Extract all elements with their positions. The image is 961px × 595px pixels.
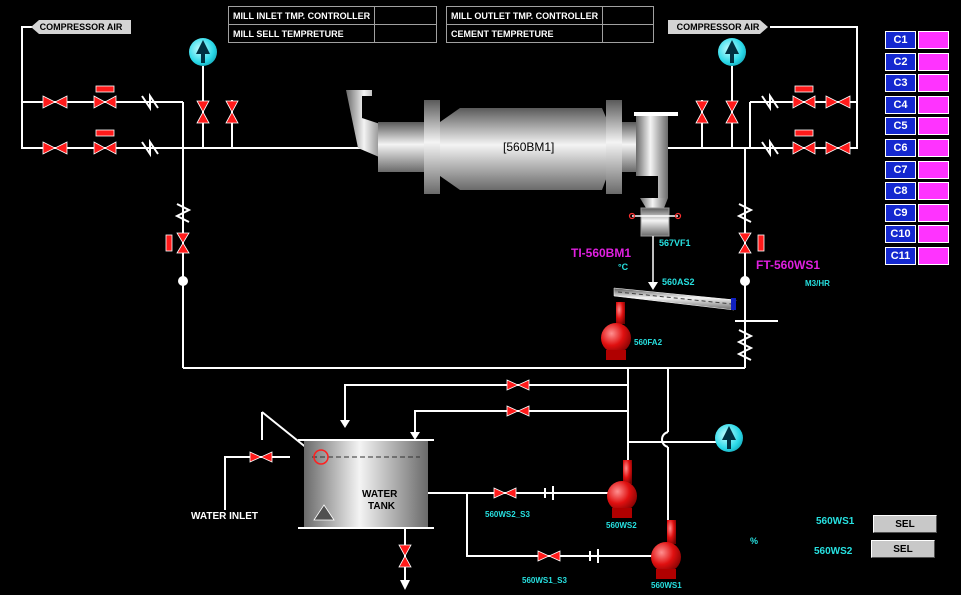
percent-unit-label: % — [750, 536, 759, 546]
c-indicator-9 — [918, 203, 949, 222]
pump-ws1-label: 560WS1 — [651, 581, 682, 590]
pump-icon[interactable] — [651, 520, 681, 579]
c-button-9[interactable]: C9 — [885, 203, 916, 222]
valve-icon[interactable] — [792, 95, 816, 109]
mill-inlet-controller-label[interactable]: MILL INLET TMP. CONTROLLER — [227, 6, 376, 25]
valve-icon[interactable] — [506, 405, 530, 417]
c-button-7[interactable]: C7 — [885, 160, 916, 179]
red-valves — [42, 85, 851, 568]
c-button-5[interactable]: C5 — [885, 117, 916, 136]
flow-arrows — [340, 420, 420, 590]
valve-icon[interactable] — [398, 544, 412, 568]
water-tank-label-line1: WATER — [362, 489, 398, 500]
c-button-11[interactable]: C11 — [885, 247, 916, 265]
check-valves — [141, 92, 779, 563]
feeder-label: 567VF1 — [659, 238, 691, 248]
valve-icon[interactable] — [196, 100, 210, 124]
blower-icon[interactable] — [715, 424, 743, 452]
flow-transmitter-tag[interactable]: FT-560WS1 — [756, 258, 821, 272]
c-indicator-11 — [918, 247, 949, 265]
valve-icon[interactable] — [506, 379, 530, 391]
selector-ws2-button[interactable]: SEL — [871, 540, 935, 558]
c-indicator-5 — [918, 117, 949, 136]
controller-table-left: MILL INLET TMP. CONTROLLER MILL SELL TEM… — [227, 6, 437, 43]
valve-icon[interactable] — [493, 487, 517, 499]
mill-inlet-controller-value — [374, 6, 437, 25]
pipe-crossover — [661, 431, 669, 448]
rotary-feeder[interactable] — [628, 207, 682, 290]
c-button-6[interactable]: C6 — [885, 139, 916, 157]
valve-icon[interactable] — [738, 232, 752, 254]
compressor-air-tag-left: COMPRESSOR AIR — [31, 20, 131, 34]
ball-mill[interactable] — [346, 90, 678, 208]
compressor-air-tag-right: COMPRESSOR AIR — [668, 20, 768, 34]
pump-ws2-label: 560WS2 — [606, 521, 637, 530]
valve-icon[interactable] — [825, 141, 851, 155]
flow-transmitter-unit: M3/HR — [805, 279, 830, 288]
valve-icon[interactable] — [42, 95, 68, 109]
valve-icon[interactable] — [42, 141, 68, 155]
water-tank[interactable] — [298, 439, 434, 529]
selector-ws2-label: 560WS2 — [814, 546, 853, 557]
fan-icon[interactable] — [601, 302, 631, 360]
c-indicator-4 — [918, 95, 949, 114]
valve-icon[interactable] — [825, 95, 851, 109]
c-indicator-6 — [918, 139, 949, 157]
valve-icon[interactable] — [537, 550, 561, 562]
water-tank-label-line2: TANK — [368, 501, 396, 512]
valve-icon[interactable] — [249, 451, 273, 463]
c-button-8[interactable]: C8 — [885, 182, 916, 201]
selector-ws1-label: 560WS1 — [816, 516, 855, 527]
valve-icon[interactable] — [93, 95, 117, 109]
cement-temperature-value — [602, 24, 654, 43]
blower-icon[interactable] — [718, 38, 746, 66]
valve-icon[interactable] — [725, 100, 739, 124]
valve-icon[interactable] — [225, 100, 239, 124]
controller-table-right: MILL OUTLET TMP. CONTROLLER CEMENT TEMPR… — [445, 6, 654, 43]
air-slide-label: 560AS2 — [662, 277, 695, 287]
mill-sell-temperature-value — [374, 24, 437, 43]
valve-icon[interactable] — [93, 141, 117, 155]
c-button-3[interactable]: C3 — [885, 74, 916, 93]
mill-outlet-controller-label[interactable]: MILL OUTLET TMP. CONTROLLER — [445, 6, 604, 25]
valve-icon[interactable] — [792, 141, 816, 155]
valve-ws2-s3-label: 560WS2_S3 — [485, 510, 530, 519]
cement-temperature-label: CEMENT TEMPRETURE — [445, 24, 604, 43]
temp-indicator-unit: °C — [618, 262, 629, 272]
c-button-2[interactable]: C2 — [885, 52, 916, 71]
c-indicator-8 — [918, 182, 949, 201]
c-indicator-2 — [918, 52, 949, 71]
c-indicator-3 — [918, 74, 949, 93]
mill-outlet-controller-value — [602, 6, 654, 25]
flow-elements — [178, 276, 750, 286]
air-slide[interactable] — [613, 287, 737, 311]
valve-ws1-s3-label: 560WS1_S3 — [522, 576, 567, 585]
water-inlet-label: WATER INLET — [191, 511, 259, 522]
mill-label: [560BM1] — [503, 140, 555, 154]
selector-ws1-button[interactable]: SEL — [873, 515, 937, 533]
valve-icon[interactable] — [176, 232, 190, 254]
c-button-1[interactable]: C1 — [885, 31, 916, 49]
mill-sell-temperature-label: MILL SELL TEMPRETURE — [227, 24, 376, 43]
pump-icon[interactable] — [607, 460, 637, 518]
fan-label: 560FA2 — [634, 338, 663, 347]
c-button-4[interactable]: C4 — [885, 95, 916, 114]
valve-icon[interactable] — [695, 100, 709, 124]
c-indicator-7 — [918, 160, 949, 179]
c-indicator-10 — [918, 225, 949, 244]
blower-icon[interactable] — [189, 38, 217, 66]
c-button-10[interactable]: C10 — [885, 225, 916, 244]
c-indicator-1 — [918, 31, 949, 49]
temp-indicator-tag[interactable]: TI-560BM1 — [571, 246, 632, 260]
